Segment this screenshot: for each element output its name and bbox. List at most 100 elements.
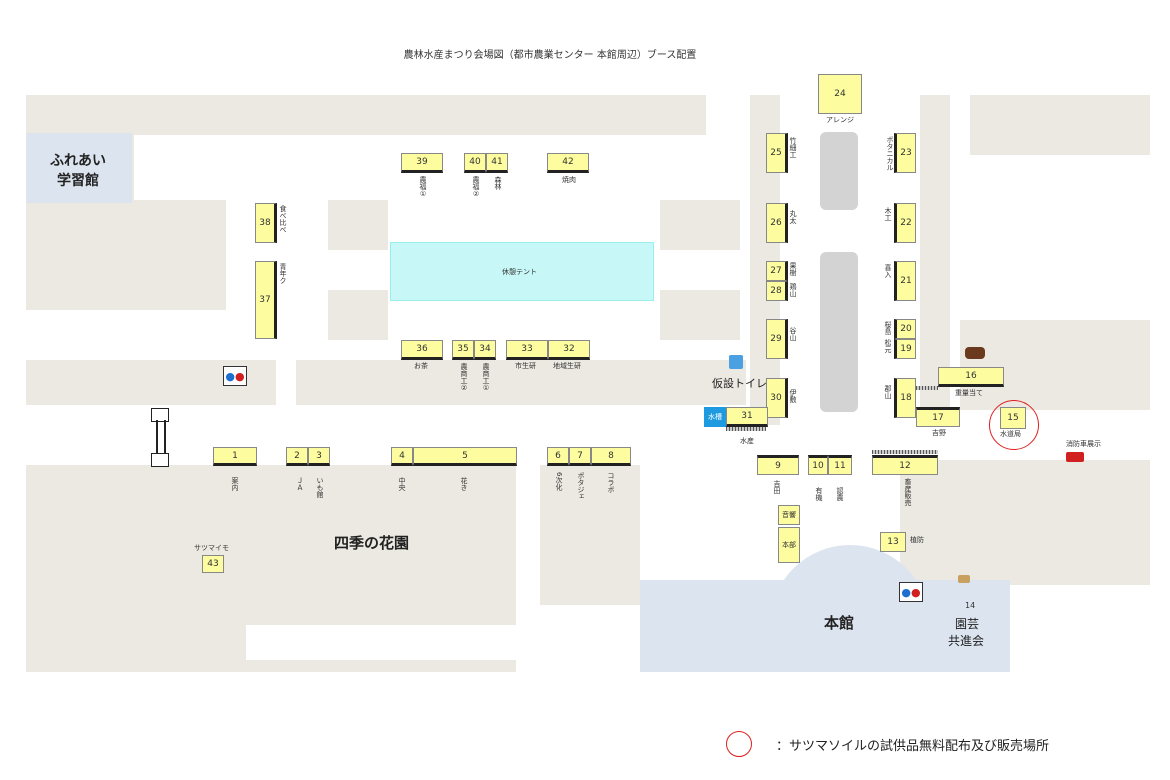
booth-36: 36: [401, 340, 443, 360]
booth-20-label: 桜島: [884, 321, 892, 335]
booth-41-label: 森林: [494, 176, 502, 190]
booth-18: 18: [894, 378, 916, 418]
booth-9: 9: [757, 455, 799, 475]
booth-16-label: 重量当て: [955, 389, 983, 397]
booth-12: 12: [872, 455, 938, 475]
booth-20: 20: [894, 319, 916, 339]
booth-30: 30: [766, 378, 788, 418]
booth-31-label: 水産: [740, 437, 754, 445]
booth-8: 8: [591, 447, 631, 466]
booth-1: 1: [213, 447, 257, 466]
suisou-box: 水槽: [704, 407, 726, 427]
booth-42-label: 焼肉: [562, 176, 576, 184]
booth-10-label: 有機: [815, 487, 823, 501]
booth-22: 22: [894, 203, 916, 243]
booth-11-label: 認農: [836, 487, 844, 501]
fire-truck-icon: [1066, 452, 1084, 462]
booth-5: 5: [413, 447, 517, 466]
engei-label-1: 園芸: [955, 617, 980, 631]
center-road-upper: [820, 132, 858, 210]
booth-17-label: 吉野: [932, 429, 946, 437]
booth-41: 41: [486, 153, 508, 173]
booth-38: 38: [255, 203, 277, 243]
booth-37-label: 青年ク: [279, 263, 287, 284]
booth-29-label: 谷山: [789, 327, 797, 341]
booth-17: 17: [916, 407, 960, 427]
booth-26: 26: [766, 203, 788, 243]
booth-22-label: 木工: [884, 207, 892, 221]
booth-5-label: 花き: [460, 477, 468, 491]
booth-3: 3: [308, 447, 330, 466]
toilet-icon-honkan: ●●: [899, 582, 923, 602]
booth-28-label: 鶏山: [789, 283, 797, 297]
booth-23: 23: [894, 133, 916, 173]
booth-28: 28: [766, 281, 788, 301]
booth-19-label: 松元: [884, 339, 892, 353]
booth-4: 4: [391, 447, 413, 466]
booth-27: 27: [766, 261, 788, 281]
booth-23-label: ボタニカル: [886, 136, 894, 171]
booth-32: 32: [548, 340, 590, 360]
booth-26-label: 丸太: [789, 210, 797, 224]
booth-33: 33: [506, 340, 548, 360]
cow-icon: [965, 347, 985, 359]
booth-39: 39: [401, 153, 443, 173]
shiki-label: 四季の花園: [334, 534, 410, 552]
fureai-building: [26, 133, 132, 203]
engei-label-2: 共進会: [948, 634, 985, 648]
hatch-12: [872, 450, 938, 454]
booth-32-label: 地域生研: [553, 362, 581, 370]
rest-tent: [390, 242, 654, 301]
onkyo-box: 音響: [778, 505, 800, 525]
booth-12-label: 畜産販売: [904, 478, 912, 506]
booth-16: 16: [938, 367, 1004, 387]
booth-27-label: 果樹: [789, 262, 797, 276]
honkan-label: 本館: [824, 614, 855, 632]
booth-29: 29: [766, 319, 788, 359]
booth-4-label: 中央: [398, 477, 406, 491]
honkan-dome: [770, 545, 930, 665]
fureai-label-1: ふれあい: [50, 153, 106, 169]
booth-34: 34: [474, 340, 496, 360]
booth-6-label: 6次化: [555, 472, 563, 491]
booth-13-label: 植防: [910, 536, 924, 544]
booth-2: 2: [286, 447, 308, 466]
sample-marker-circle: [989, 400, 1039, 450]
booth-25: 25: [766, 133, 788, 173]
honbu-box: 本部: [778, 527, 800, 563]
booth-39-label: 農福①: [419, 176, 427, 198]
booth-40: 40: [464, 153, 486, 173]
booth-31: 31: [726, 407, 768, 427]
booth-36-label: お茶: [414, 362, 428, 370]
booth-7: 7: [569, 447, 591, 466]
booth-35: 35: [452, 340, 474, 360]
booth-6: 6: [547, 447, 569, 466]
booth-38-label: 食べ比べ: [279, 205, 287, 233]
booth-19: 19: [894, 339, 916, 359]
map-title: 農林水産まつり会場図（都市農業センター 本館周辺）ブース配置: [403, 50, 697, 61]
booth-1-label: 案内: [231, 477, 239, 491]
booth-13: 13: [880, 532, 906, 552]
booth-24-label: アレンジ: [826, 116, 854, 124]
engei-number: 14: [965, 601, 976, 610]
rest-tent-label: 休憩テント: [502, 268, 537, 276]
booth-33-label: 市生研: [515, 362, 536, 370]
booth-8-label: コラボ: [607, 472, 615, 493]
booth-7-label: ポタジェ: [577, 472, 585, 500]
booth-37: 37: [255, 261, 277, 339]
stove-icon: [958, 575, 970, 583]
booth-24: 24: [818, 74, 862, 114]
booth-10: 10: [808, 455, 828, 475]
booth-11: 11: [828, 455, 852, 475]
booth-2-label: ＪＡ: [296, 477, 304, 491]
booth-30-label: 伊敷: [789, 389, 797, 403]
hatch-31: [726, 427, 766, 431]
booth-21-label: 喜入: [884, 264, 892, 278]
booth-9-label: 吉田: [773, 480, 781, 494]
booth-43-label: サツマイモ: [194, 544, 229, 552]
legend-text: ：サツマソイルの試供品無料配布及び販売場所: [776, 739, 1050, 754]
booth-43: 43: [202, 555, 224, 573]
booth-34-label: 農商工①: [482, 363, 490, 392]
toilet-icon-west: ●●: [223, 366, 247, 386]
hatch-16: [916, 386, 938, 390]
